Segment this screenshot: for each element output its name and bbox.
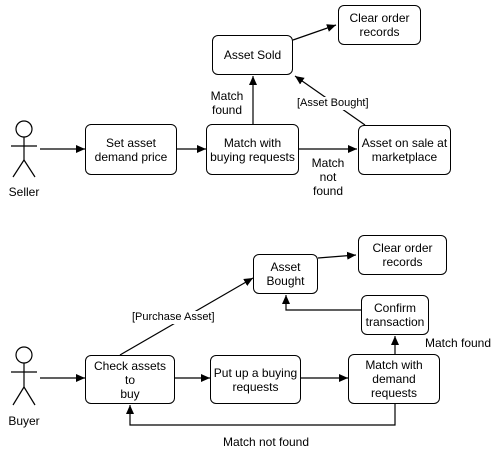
clear-records-buyer-node: Clear order records xyxy=(358,235,447,275)
seller-label: Seller xyxy=(6,185,42,199)
clear-records-seller-node: Clear order records xyxy=(338,5,421,45)
seller-match-not-found-label: Match not found xyxy=(306,156,350,198)
seller-match-found-label: Match found xyxy=(205,89,249,117)
set-price-node: Set asset demand price xyxy=(85,124,177,175)
purchase-asset-guard-label: [Purchase Asset] xyxy=(132,311,215,324)
buyer-label: Buyer xyxy=(6,414,42,428)
match-demand-node: Match with demand requests xyxy=(348,354,440,404)
buyer-actor-icon xyxy=(11,346,37,406)
asset-bought-node: Asset Bought xyxy=(253,254,318,294)
match-buying-node: Match with buying requests xyxy=(206,124,299,175)
seller-actor-icon xyxy=(11,120,37,178)
check-assets-node: Check assets to buy xyxy=(85,355,175,404)
asset-bought-to-clear-arrow xyxy=(317,251,357,260)
put-up-request-node: Put up a buying requests xyxy=(210,355,301,404)
match-not-found-loop-arrow xyxy=(126,404,396,426)
asset-bought-guard-label: [Asset Bought] xyxy=(297,97,369,110)
confirm-transaction-node: Confirm transaction xyxy=(361,295,429,335)
asset-sold-to-clear-arrow xyxy=(292,24,337,41)
buyer-match-found-label: Match found xyxy=(424,336,492,350)
buyer-match-not-found-label: Match not found xyxy=(218,435,314,449)
asset-sold-node: Asset Sold xyxy=(212,35,293,75)
on-sale-node: Asset on sale at marketplace xyxy=(358,125,451,175)
